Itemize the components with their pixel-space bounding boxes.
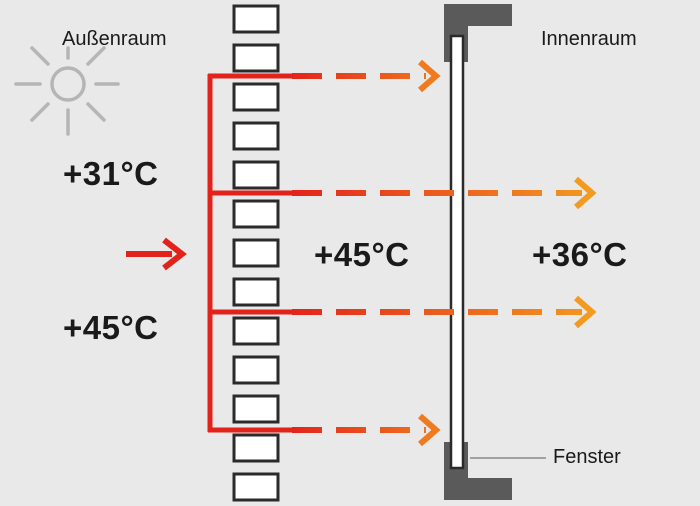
facade-brick — [232, 4, 280, 34]
facade-brick — [232, 316, 280, 346]
facade-brick — [232, 472, 280, 502]
outside-air-temperature: +31°C — [63, 155, 159, 192]
incoming-heat-arrow — [126, 237, 187, 271]
room-temperature: +36°C — [532, 236, 628, 273]
heat-arrow-1 — [292, 59, 441, 93]
facade-brick — [232, 199, 280, 229]
window-glass — [449, 34, 465, 470]
sun-icon — [14, 46, 120, 136]
facade-brick — [232, 433, 280, 463]
heat-distribution-bracket — [207, 73, 292, 433]
facade-brick — [232, 43, 280, 73]
heat-arrow-2 — [292, 176, 597, 210]
outside-label: Außenraum — [62, 28, 167, 50]
outside-surface-temperature: +45°C — [63, 309, 159, 346]
facade-panel — [232, 4, 280, 502]
facade-brick — [232, 160, 280, 190]
facade-brick — [232, 277, 280, 307]
heat-arrow-3 — [292, 295, 597, 329]
facade-brick — [232, 82, 280, 112]
facade-brick — [232, 394, 280, 424]
inside-label: Innenraum — [541, 28, 637, 50]
facade-brick — [232, 238, 280, 268]
heat-arrow-4 — [292, 413, 441, 447]
facade-brick — [232, 121, 280, 151]
window-label: Fenster — [553, 446, 621, 468]
facade-brick — [232, 355, 280, 385]
gap-temperature: +45°C — [314, 236, 410, 273]
